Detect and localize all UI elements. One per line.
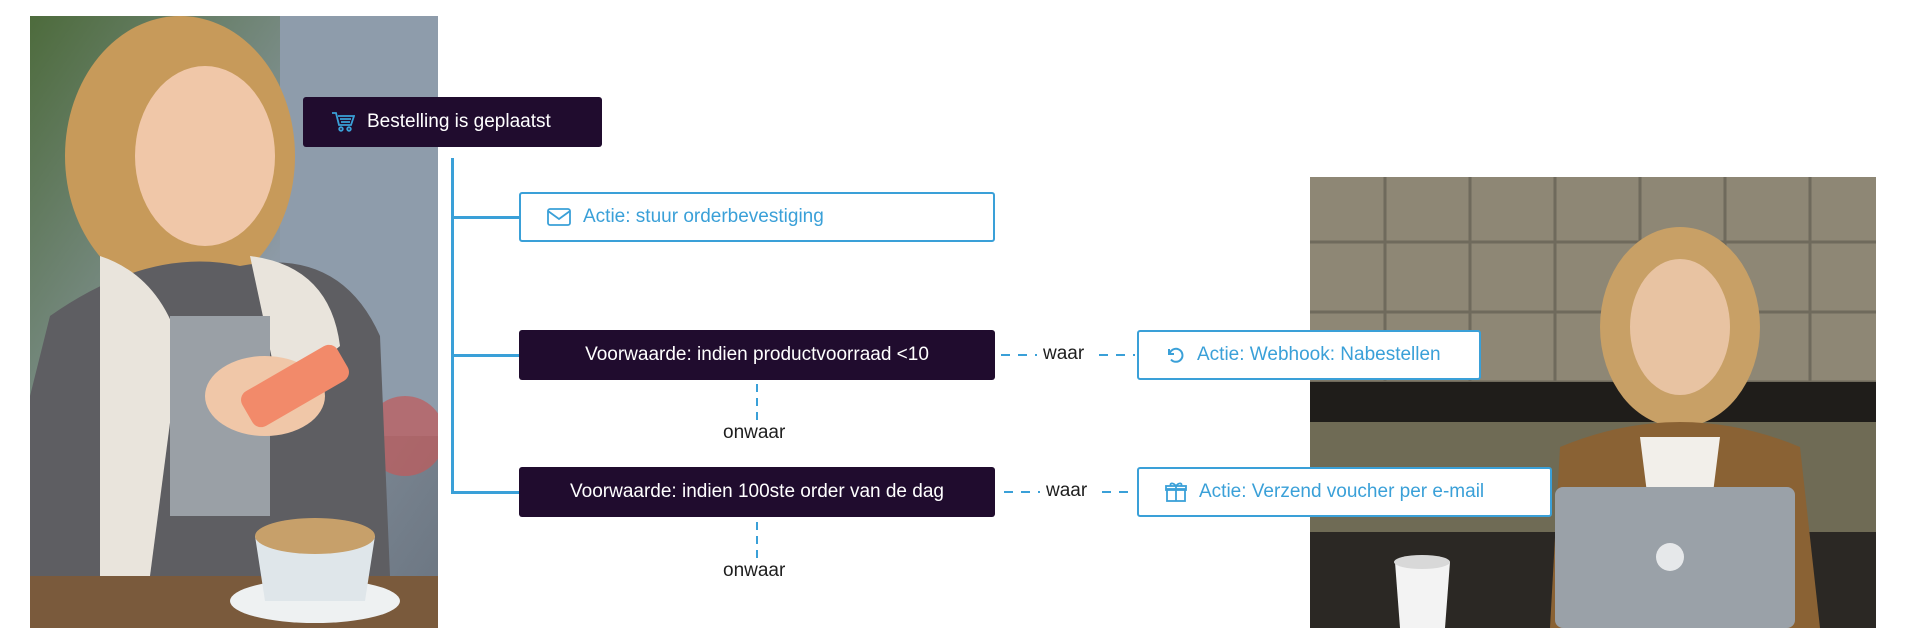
true-connector-order-left [1004, 491, 1040, 493]
branch-line-order [451, 491, 519, 494]
flow-trunk-line [451, 158, 454, 494]
cart-icon [331, 111, 355, 133]
action-webhook-label: Actie: Webhook: Nabestellen [1197, 344, 1441, 365]
trigger-node[interactable]: Bestelling is geplaatst [303, 97, 602, 147]
gift-icon [1165, 481, 1187, 503]
branch-line-stock [451, 354, 519, 357]
branch-line-confirm [451, 216, 519, 219]
mail-icon [547, 208, 571, 226]
condition-stock-label: Voorwaarde: indien productvoorraad <10 [585, 344, 929, 365]
condition-order-label: Voorwaarde: indien 100ste order van de d… [570, 481, 944, 502]
false-connector-order [756, 522, 758, 558]
false-label-stock: onwaar [723, 422, 786, 443]
condition-node-stock[interactable]: Voorwaarde: indien productvoorraad <10 [519, 330, 995, 380]
photo-woman-laptop [1310, 177, 1876, 628]
action-node-confirm[interactable]: Actie: stuur orderbevestiging [519, 192, 995, 242]
true-connector-stock-right [1099, 354, 1135, 356]
refresh-icon [1165, 345, 1185, 365]
false-connector-stock [756, 384, 758, 420]
trigger-label: Bestelling is geplaatst [367, 111, 551, 132]
false-label-order: onwaar [723, 560, 786, 581]
true-connector-order-right [1102, 491, 1135, 493]
true-label-order: waar [1046, 480, 1088, 501]
true-label-stock: waar [1043, 343, 1085, 364]
action-node-webhook[interactable]: Actie: Webhook: Nabestellen [1137, 330, 1481, 380]
action-voucher-label: Actie: Verzend voucher per e-mail [1199, 481, 1485, 502]
condition-node-order[interactable]: Voorwaarde: indien 100ste order van de d… [519, 467, 995, 517]
action-node-voucher[interactable]: Actie: Verzend voucher per e-mail [1137, 467, 1552, 517]
true-connector-stock-left [1001, 354, 1037, 356]
action-confirm-label: Actie: stuur orderbevestiging [583, 206, 824, 227]
